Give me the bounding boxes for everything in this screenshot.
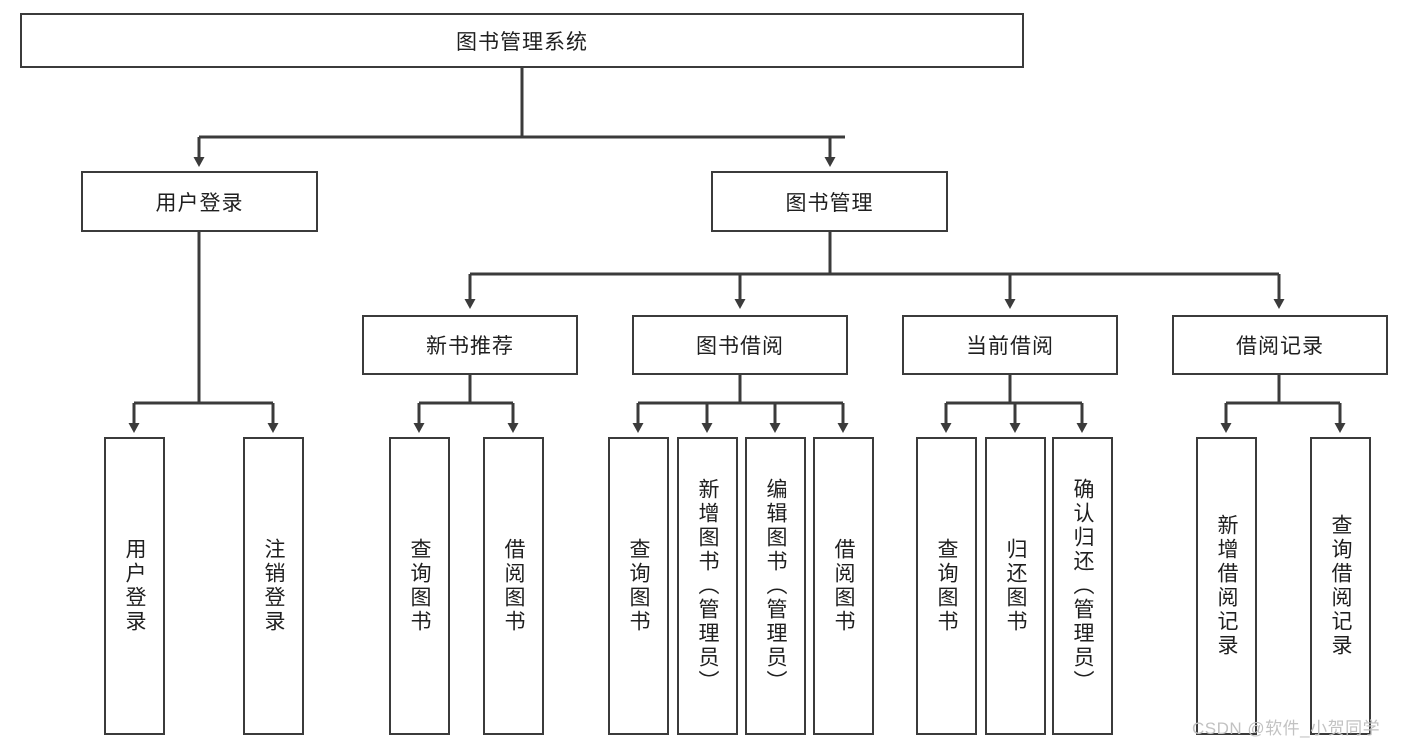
node-current-borrow[interactable]: 当前借阅 (902, 315, 1118, 375)
leaf-recommend-query-book[interactable]: 查询图书 (389, 437, 450, 735)
node-book-borrow[interactable]: 图书借阅 (632, 315, 848, 375)
node-root-system[interactable]: 图书管理系统 (20, 13, 1024, 68)
node-label: 图书借阅 (696, 335, 784, 358)
node-label: 查询图书 (627, 538, 650, 634)
node-label: 确认归还（管理员） (1071, 478, 1094, 694)
node-new-book-recommend[interactable]: 新书推荐 (362, 315, 578, 375)
node-label: 查询图书 (935, 538, 958, 634)
node-label: 查询图书 (408, 538, 431, 634)
node-label: 借阅图书 (832, 538, 855, 634)
leaf-records-add-record[interactable]: 新增借阅记录 (1196, 437, 1257, 735)
node-label: 图书管理 (785, 191, 874, 215)
node-book-management[interactable]: 图书管理 (711, 171, 948, 232)
node-label: 图书管理系统 (456, 30, 588, 54)
leaf-borrow-query-book[interactable]: 查询图书 (608, 437, 669, 735)
node-label: 新增借阅记录 (1215, 514, 1238, 658)
leaf-current-return-book[interactable]: 归还图书 (985, 437, 1046, 735)
node-label: 当前借阅 (966, 335, 1054, 358)
node-label: 新书推荐 (426, 335, 514, 358)
leaf-current-query-book[interactable]: 查询图书 (916, 437, 977, 735)
leaf-borrow-add-book-admin[interactable]: 新增图书（管理员） (677, 437, 738, 735)
node-label: 借阅图书 (502, 538, 525, 634)
node-label: 新增图书（管理员） (696, 478, 719, 694)
leaf-recommend-borrow-book[interactable]: 借阅图书 (483, 437, 544, 735)
watermark-text: CSDN @软件_小贺同学 (1192, 719, 1381, 738)
leaf-records-query-record[interactable]: 查询借阅记录 (1310, 437, 1371, 735)
leaf-borrow-borrow-book[interactable]: 借阅图书 (813, 437, 874, 735)
node-label: 借阅记录 (1236, 335, 1324, 358)
node-label: 用户登录 (155, 191, 244, 215)
node-label: 用户登录 (123, 538, 146, 634)
node-label: 查询借阅记录 (1329, 514, 1352, 658)
leaf-user-logout[interactable]: 注销登录 (243, 437, 304, 735)
leaf-current-confirm-return-admin[interactable]: 确认归还（管理员） (1052, 437, 1113, 735)
node-borrow-records[interactable]: 借阅记录 (1172, 315, 1388, 375)
leaf-borrow-edit-book-admin[interactable]: 编辑图书（管理员） (745, 437, 806, 735)
node-label: 归还图书 (1004, 538, 1027, 634)
node-label: 编辑图书（管理员） (764, 478, 787, 694)
node-user-login[interactable]: 用户登录 (81, 171, 318, 232)
leaf-user-login[interactable]: 用户登录 (104, 437, 165, 735)
node-label: 注销登录 (262, 538, 285, 634)
